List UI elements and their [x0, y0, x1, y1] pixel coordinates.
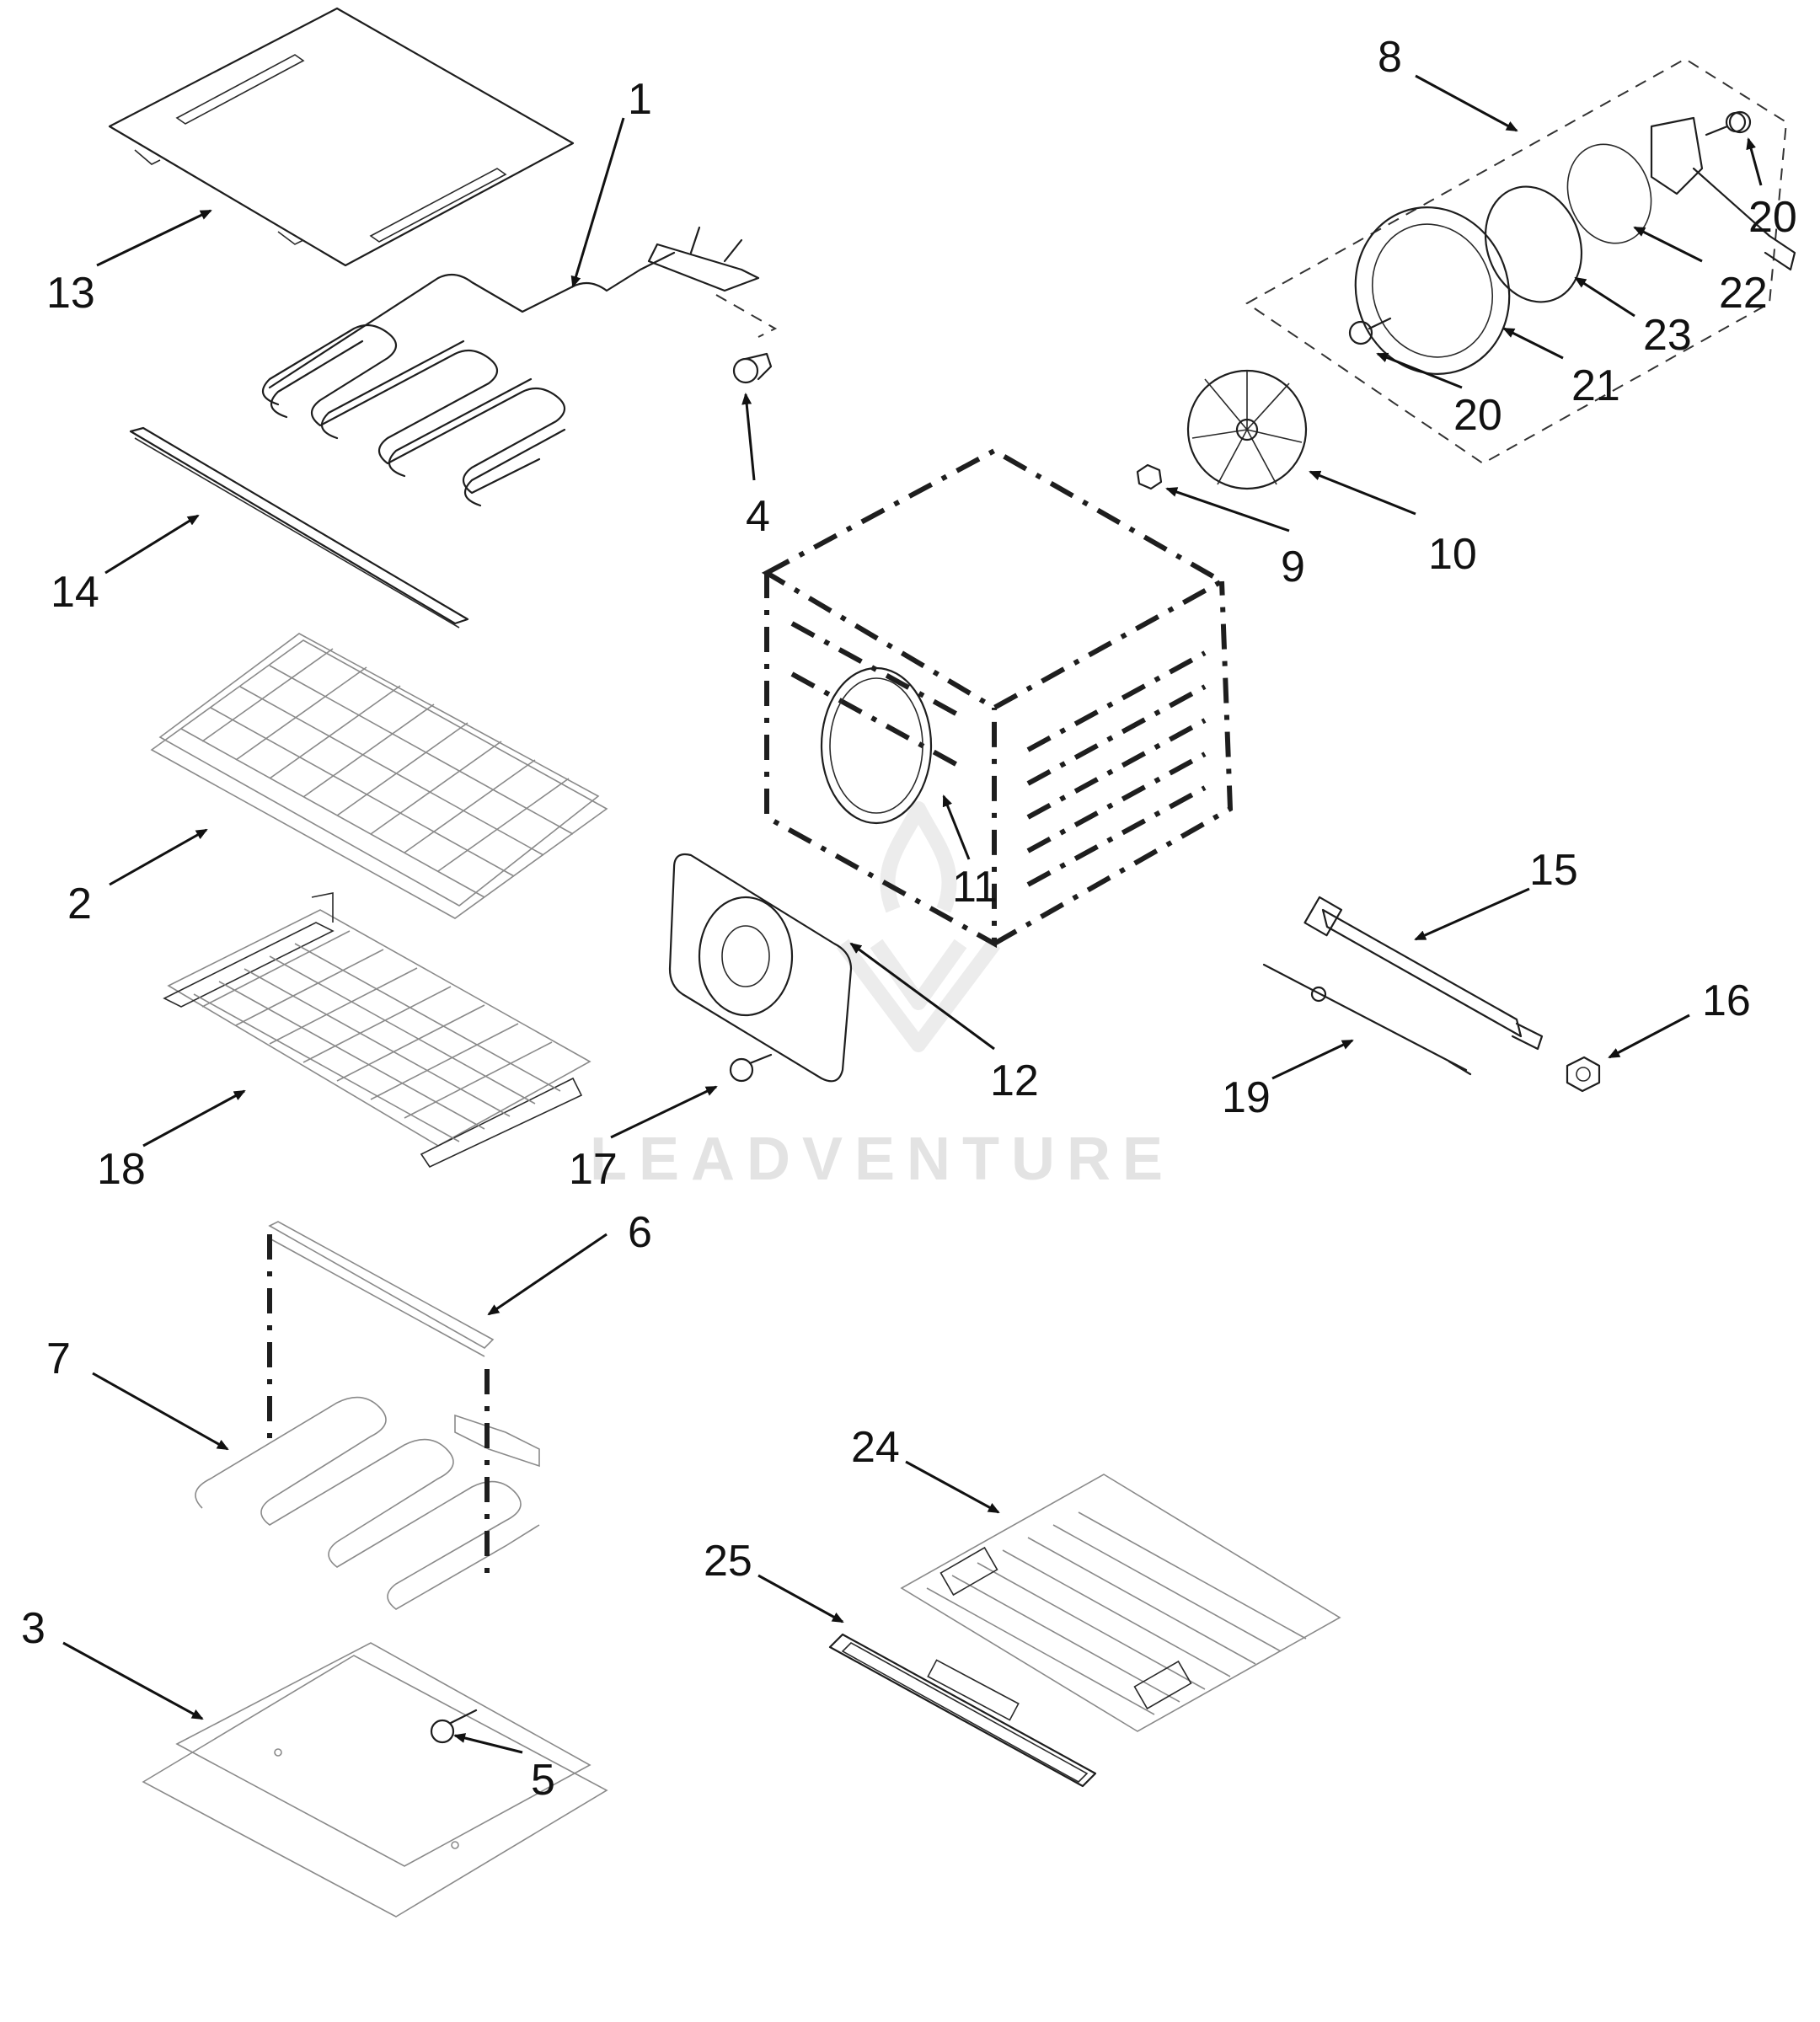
callout-17: 17 — [569, 1145, 618, 1194]
part-12-fan-cover — [668, 853, 853, 1083]
callout-22: 22 — [1719, 269, 1768, 318]
callout-12: 12 — [990, 1056, 1039, 1105]
callout-2: 2 — [67, 880, 92, 928]
callout-24: 24 — [851, 1423, 900, 1472]
callout-7: 7 — [46, 1335, 71, 1383]
part-25-tray — [828, 1633, 1097, 1788]
callout-8: 8 — [1378, 33, 1402, 82]
part-14-bracket — [129, 426, 469, 629]
convection-motor — [1650, 110, 1796, 271]
part-15-temp-sensor — [1303, 896, 1544, 1051]
callout-19: 19 — [1222, 1073, 1271, 1122]
callout-25: 25 — [704, 1537, 752, 1586]
callout-20-bottom: 20 — [1453, 391, 1502, 440]
part-17-screw — [729, 1053, 773, 1083]
part-4-screw — [732, 352, 773, 384]
part-22-gasket — [1566, 143, 1652, 244]
part-16-nut — [1566, 1056, 1601, 1093]
callout-18: 18 — [97, 1145, 146, 1194]
callout-15: 15 — [1529, 846, 1578, 895]
part-3-bottom-panel — [142, 1642, 608, 1918]
part-24-accessory-rack — [900, 1474, 1341, 1732]
part-20-screw-b — [1348, 317, 1392, 345]
part-8-fan-motor-assembly — [1245, 57, 1788, 465]
part-23-insulation-disk — [1484, 185, 1583, 303]
callout-5: 5 — [531, 1756, 555, 1805]
callout-4: 4 — [746, 492, 770, 541]
callout-13: 13 — [46, 269, 95, 318]
watermark-text: LEADVENTURE — [590, 1126, 1175, 1193]
callout-9: 9 — [1281, 543, 1305, 591]
callout-21: 21 — [1571, 361, 1620, 410]
part-9-nut — [1136, 463, 1163, 490]
part-13-top-panel — [108, 7, 575, 267]
part-2-oven-rack — [150, 633, 608, 919]
callout-10: 10 — [1428, 530, 1477, 579]
callout-6: 6 — [628, 1208, 652, 1257]
part-18-rollout-rack — [163, 892, 592, 1169]
callout-14: 14 — [51, 568, 99, 617]
part-7-bake-element — [195, 1234, 540, 1610]
callout-11: 11 — [952, 863, 998, 912]
oven-cavity — [761, 447, 1234, 949]
watermark-logo — [836, 801, 1001, 1052]
part-11-convection-ring — [820, 666, 933, 825]
part-21-motor-plate — [1354, 206, 1511, 375]
callout-16: 16 — [1702, 976, 1751, 1025]
callout-labels: 1 2 3 4 5 6 7 8 9 10 11 12 13 14 15 16 1… — [21, 33, 1797, 1805]
callout-3: 3 — [21, 1604, 46, 1653]
leader-lines — [62, 74, 1763, 1754]
part-19-probe — [1262, 963, 1472, 1076]
callout-1: 1 — [628, 75, 652, 124]
part-1-broil-element — [261, 226, 778, 507]
part-20-screw-a — [1705, 111, 1747, 136]
callout-20-top: 20 — [1748, 193, 1797, 242]
callout-23: 23 — [1643, 311, 1692, 360]
part-5-screw — [430, 1709, 478, 1744]
part-6-lower-strip — [268, 1221, 495, 1357]
part-10-fan-blade — [1186, 369, 1308, 490]
